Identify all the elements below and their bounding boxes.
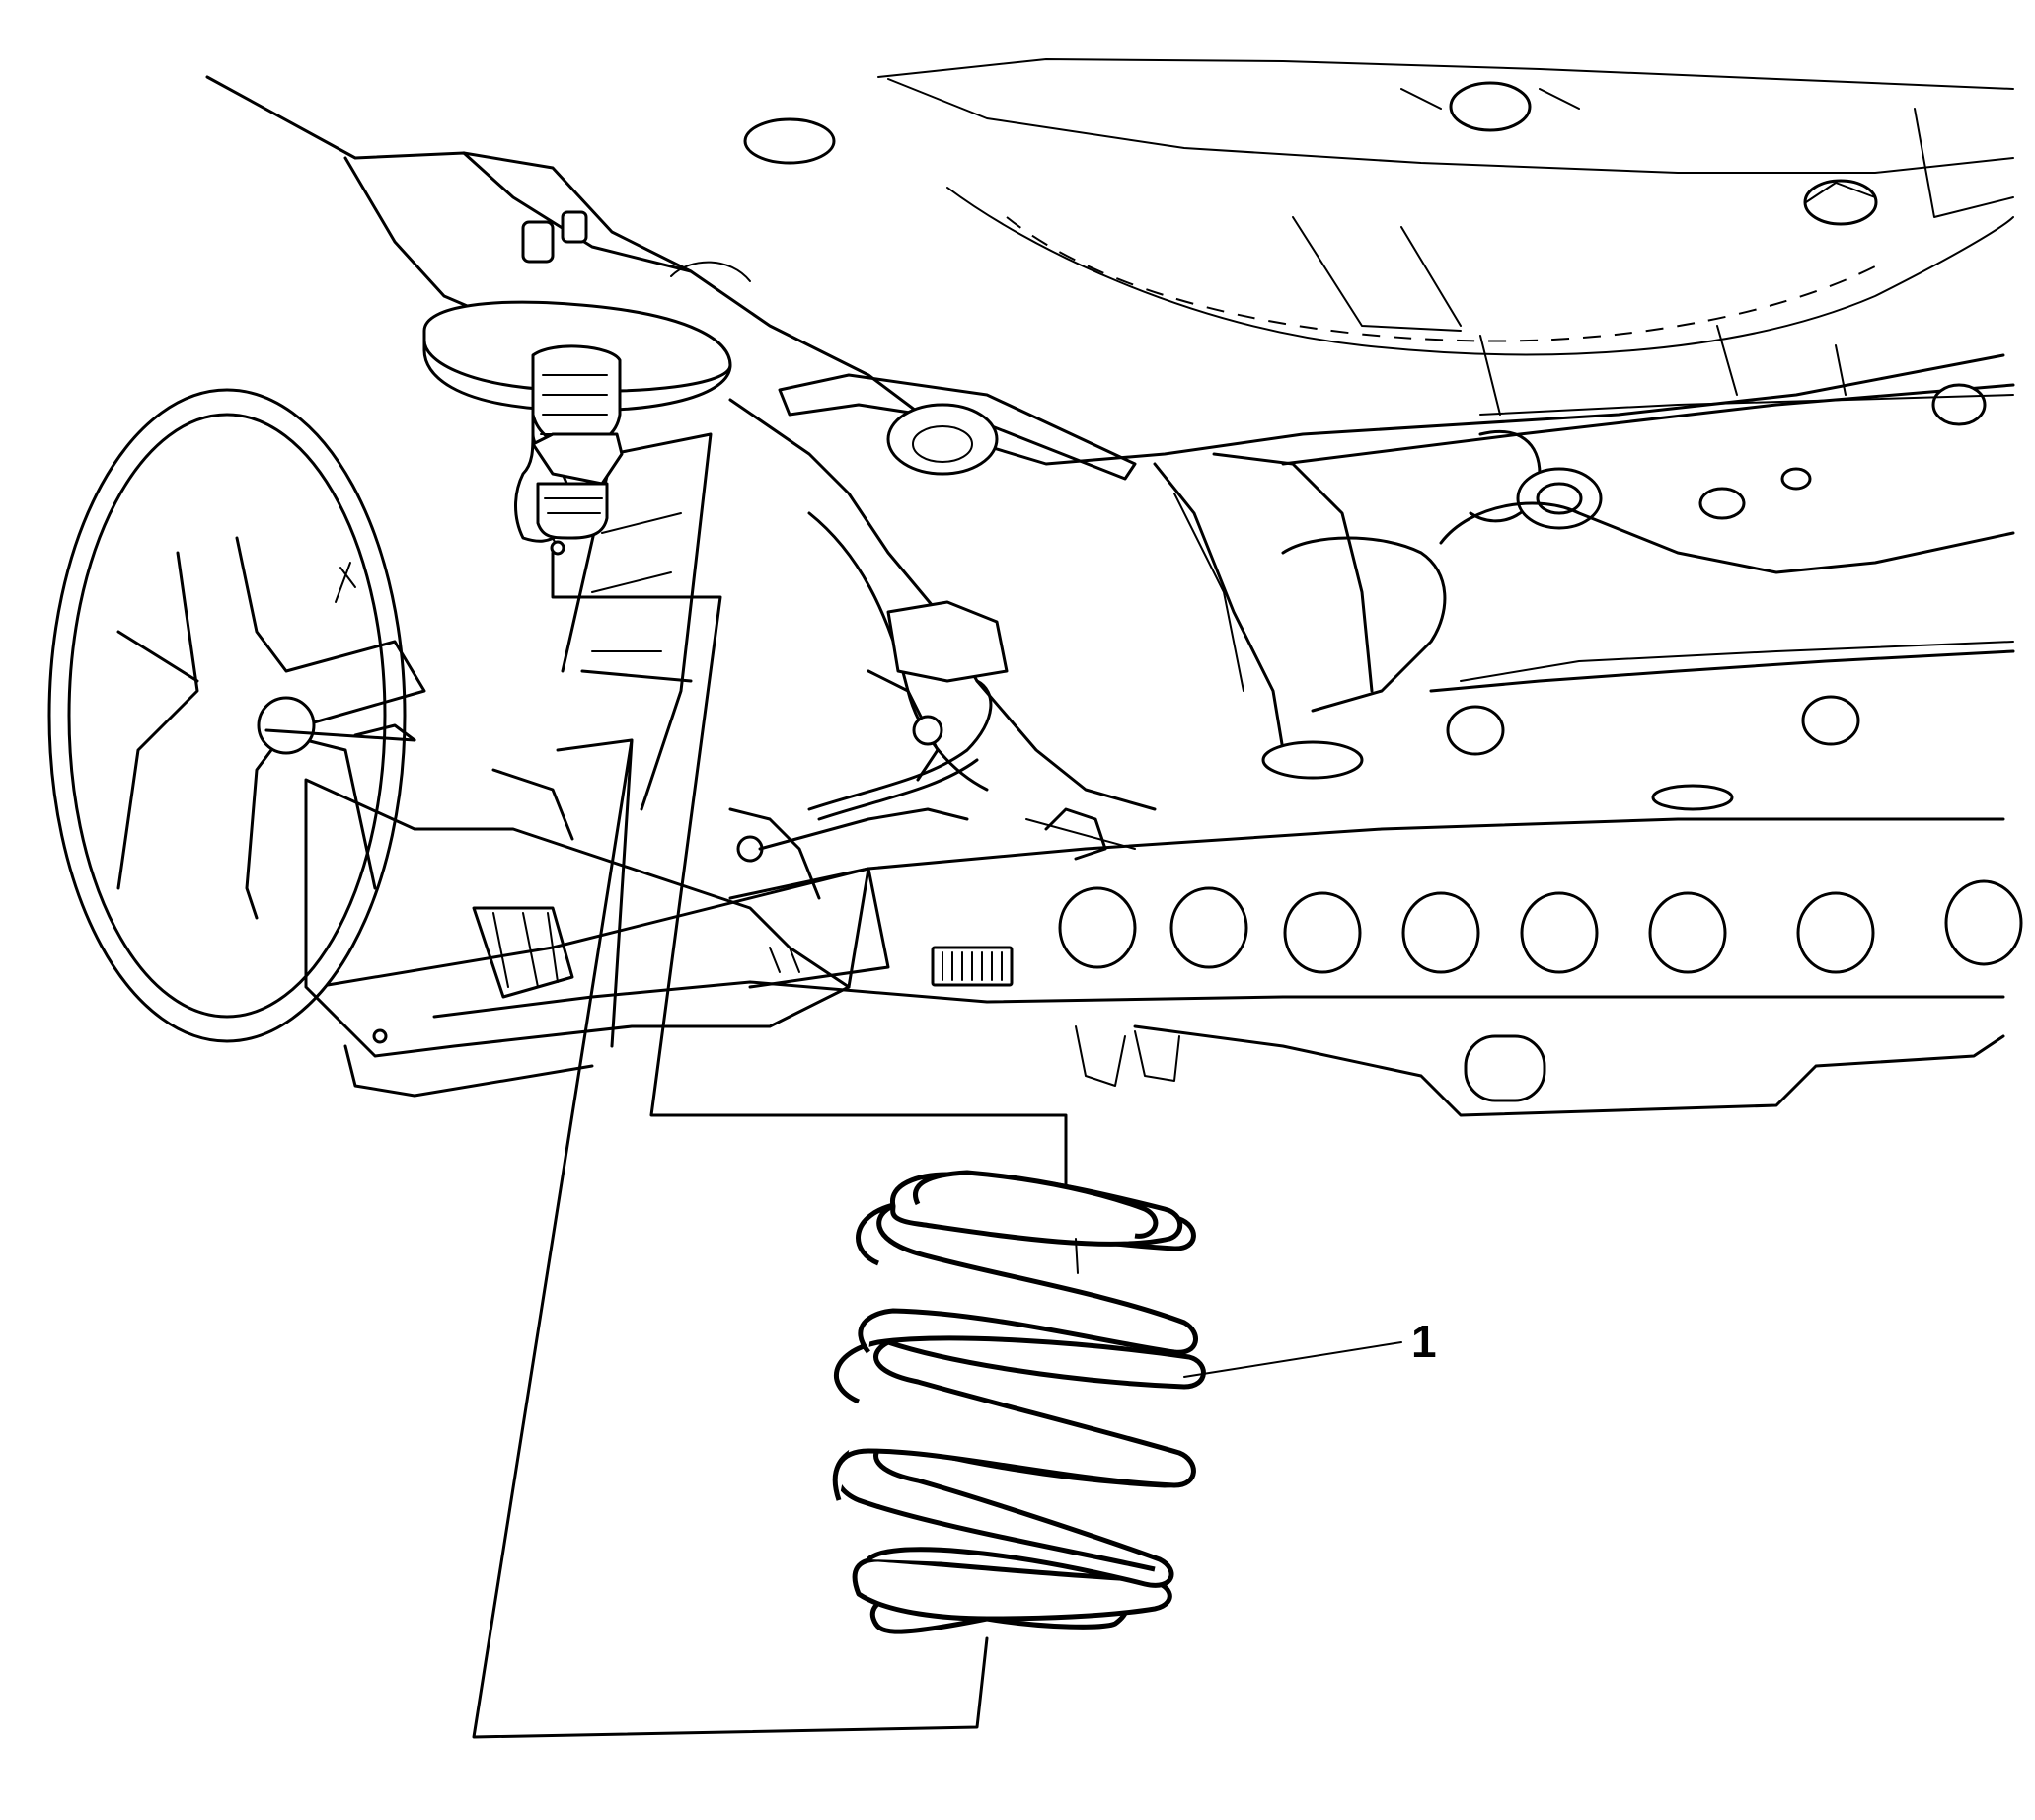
- spring-upper-insulator: [422, 300, 732, 556]
- brake-backing-plate: [47, 388, 426, 1043]
- coil-spring: [832, 1170, 1206, 1634]
- brake-line: [807, 600, 1136, 861]
- callout-1: 1: [1183, 1316, 1437, 1378]
- body-bracket: [728, 373, 1447, 811]
- exploded-view-lines: [472, 551, 1068, 1739]
- rear-axle-beam: [314, 817, 2023, 1117]
- underbody-floor-pan: [205, 58, 2014, 466]
- rear-crossmember: [1281, 325, 2015, 811]
- trailing-arm: [304, 768, 969, 1098]
- callout-number: 1: [1411, 1316, 1437, 1367]
